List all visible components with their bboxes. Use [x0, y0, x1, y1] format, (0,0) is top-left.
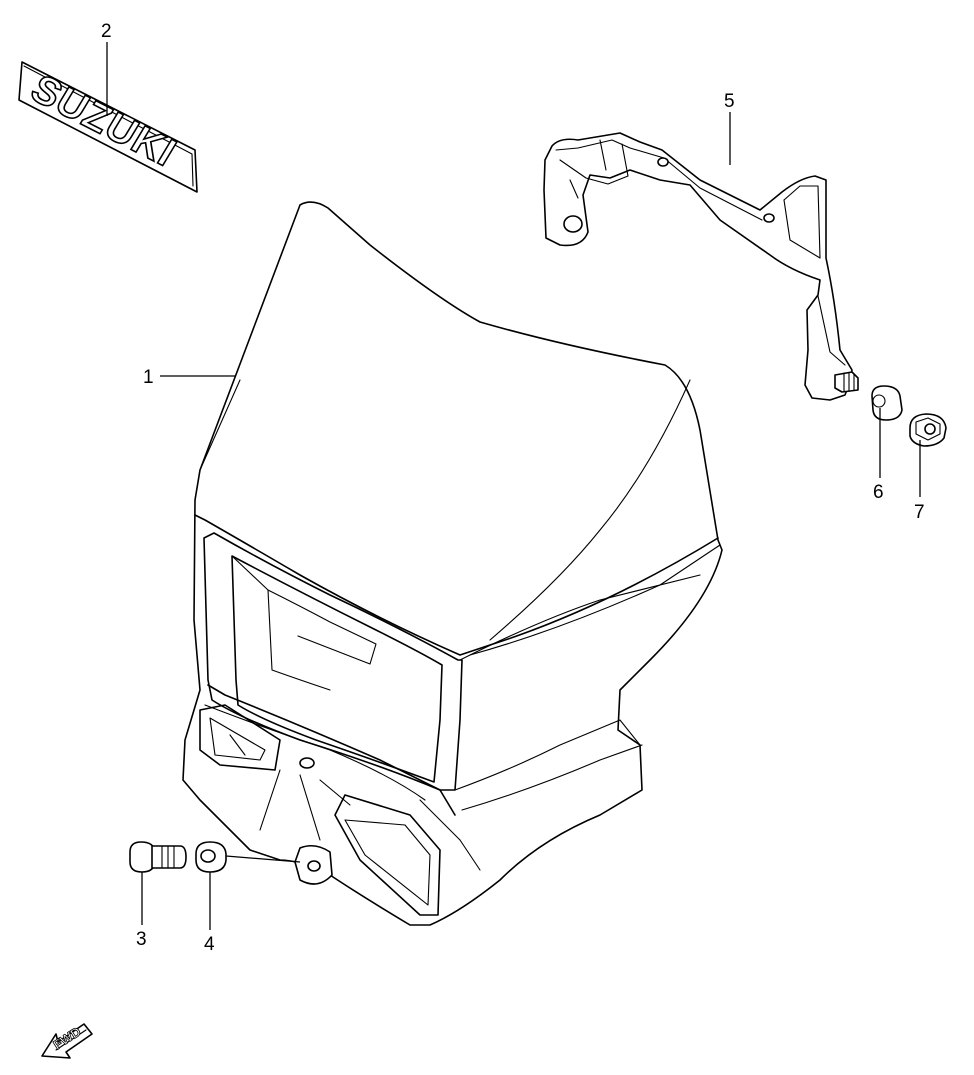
- mounting-bracket: [543, 132, 859, 401]
- center-bolt-hole: [299, 757, 315, 769]
- emblem-logo-text: SUZUKI: [23, 67, 184, 175]
- collar-washer: [871, 385, 903, 421]
- bolt: [129, 841, 187, 873]
- forward-direction-arrow: FWD: [41, 1023, 93, 1059]
- callout-5: 5: [724, 91, 735, 112]
- flange-nut: [909, 413, 947, 447]
- headlight-cowl: [182, 201, 723, 926]
- callout-2: 2: [101, 21, 112, 42]
- callout-7: 7: [914, 502, 925, 523]
- callout-4: 4: [204, 934, 215, 955]
- leader-lines: [106, 42, 921, 930]
- leader-4-tab: [225, 855, 301, 863]
- callout-labels: 2 1 5 6 7 3 4: [101, 21, 925, 955]
- suzuki-emblem: SUZUKI: [18, 61, 198, 193]
- callout-3: 3: [136, 929, 147, 950]
- callout-1: 1: [143, 367, 154, 388]
- washer: [195, 841, 227, 873]
- callout-6: 6: [873, 482, 884, 503]
